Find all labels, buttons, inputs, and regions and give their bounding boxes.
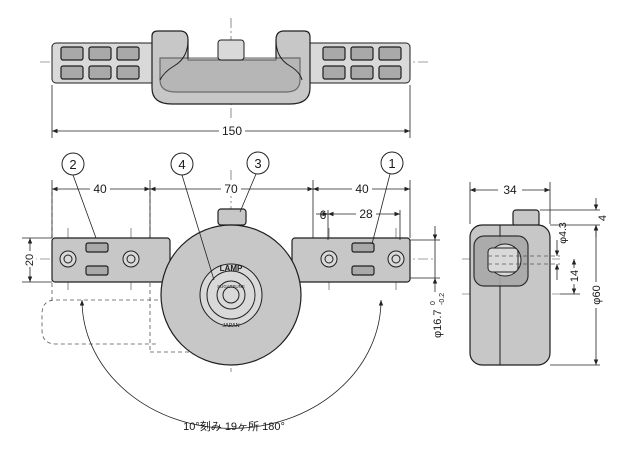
dim-bore-tol-lower: -0.2 [439,293,446,305]
front-left-rail [51,237,171,283]
dim-28: 28 [359,207,373,221]
top-view: 150 [40,18,430,138]
dim-20: 20 [24,254,36,266]
callout-4: 4 [178,157,185,172]
top-right-rail [304,42,411,84]
callouts: 2 4 3 1 [61,151,404,281]
knob-bottom-text: JAPAN [222,323,239,329]
dim-front-right: 40 [355,182,369,196]
top-left-rail [51,42,158,84]
dim-front-center: 70 [224,182,238,196]
bore-label: φ16.7 0 -0.2 [430,293,446,338]
front-view: LAMP SUGATSUNE JAPAN 10°刻み 19ヶ所 180° 40 … [22,151,446,433]
dim-front-left: 40 [93,182,107,196]
dim-side-4: 4 [597,215,609,221]
callout-3: 3 [254,156,261,171]
dim-14: 14 [569,270,581,282]
side-view: 34 4 φ4.3 14 φ60 [462,182,609,366]
dim-bore: φ16.7 [432,309,444,338]
top-nub [217,208,247,226]
knob-brand-text: LAMP [220,264,243,273]
callout-2: 2 [69,157,76,172]
dim-34: 34 [503,183,517,197]
front-right-rail [291,237,411,283]
dim-side-dia: φ60 [591,285,603,304]
rotation-note: 10°刻み 19ヶ所 180° [183,419,285,433]
callout-1: 1 [388,156,395,171]
knob-inner-text: SUGATSUNE [217,284,245,289]
rotation-arc [79,299,384,429]
dim-bore-tol-upper: 0 [430,301,437,305]
knob-disc: LAMP SUGATSUNE JAPAN [160,224,302,366]
dim-150: 150 [222,124,242,138]
top-knob-body [151,30,311,105]
dim-6: 6 [320,208,327,222]
dim-hole: φ4.3 [557,222,569,244]
